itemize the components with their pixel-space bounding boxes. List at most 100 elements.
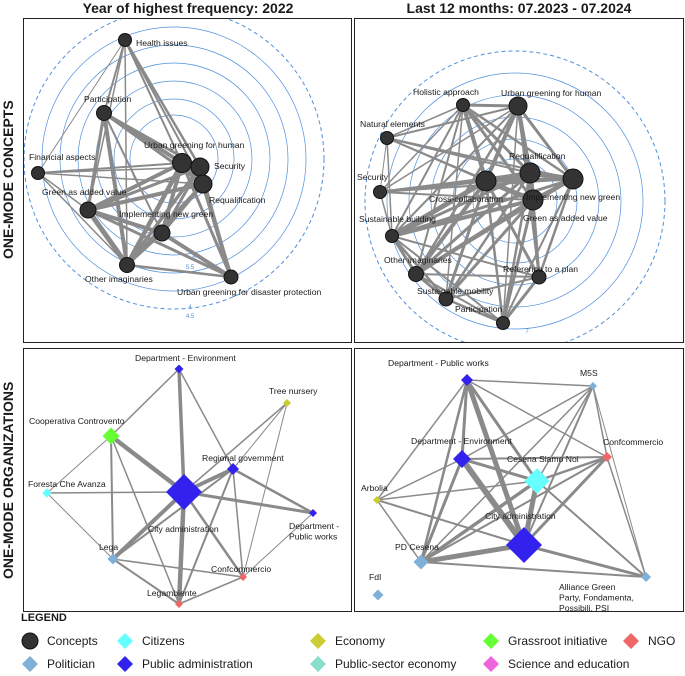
- legend-item-politician: Politician: [21, 655, 95, 673]
- ring-label: 6: [192, 255, 196, 261]
- edge-green_value-sust_mob: [444, 198, 535, 301]
- node-label-cesena: Cesena Siamo Noi: [507, 454, 579, 464]
- edge-dept_env-pd: [419, 457, 464, 564]
- node-label-green_value: Green as added value: [523, 213, 608, 223]
- node-label-requal: Requalification: [509, 151, 566, 161]
- edge-urban_human-other_imag: [124, 160, 185, 268]
- edge-lega-confcommercio: [112, 558, 244, 578]
- edge-lega-legambiente: [112, 558, 180, 605]
- node-requal: [519, 162, 541, 184]
- node-dept_env: [174, 364, 184, 374]
- edge-participation-green_value: [86, 111, 106, 212]
- edge-dept_pw-arbolia: [376, 379, 468, 501]
- node-label-impl_green: Implementing new green: [119, 209, 213, 219]
- edge-city_admin-legambiente: [176, 489, 187, 607]
- legend-label: Grassroot initiative: [508, 634, 608, 648]
- node-participation: [496, 316, 510, 330]
- edge-security-green_value: [86, 165, 202, 212]
- node-dept_env: [453, 450, 471, 468]
- edge-m5s-confcommercio: [592, 385, 608, 458]
- diamond-icon: [483, 633, 499, 649]
- edge-m5s-pd: [420, 385, 594, 563]
- node-participation: [96, 105, 112, 121]
- distance-ring: [77, 62, 271, 256]
- node-label-natural: Natural elements: [360, 119, 425, 129]
- edge-tree_nursery-regional: [232, 402, 288, 470]
- node-label-disaster: Urban greening for disaster protection: [177, 287, 321, 297]
- node-green_value: [522, 189, 544, 211]
- edge-impl_green-reference: [537, 177, 575, 279]
- ring-label: 5.5: [186, 265, 195, 271]
- edge-health-urban_human: [124, 39, 183, 164]
- node-alliance: [641, 572, 651, 582]
- edge-holistic-sust_build: [391, 104, 464, 237]
- row-title-concepts: ONE-MODE CONCEPTS: [0, 100, 16, 260]
- node-other_imag: [408, 266, 424, 282]
- node-security: [373, 185, 387, 199]
- node-lega: [107, 553, 119, 565]
- edge-dept_pw-dept_env: [460, 378, 469, 461]
- node-label-pd: PD Cesena: [395, 542, 439, 552]
- node-natural: [380, 131, 394, 145]
- node-label-dept_pw: Department -Public works: [289, 521, 339, 542]
- edge-urban_human-security: [379, 105, 519, 193]
- edge-urban_human-green_value: [86, 161, 184, 212]
- node-fdi: [372, 589, 384, 601]
- node-label-city_admin: City administration: [485, 511, 556, 521]
- edge-dept_env-city_admin: [177, 367, 186, 494]
- edge-sust_mob-participation: [444, 297, 505, 325]
- legend-item-citizens: Citizens: [116, 632, 185, 650]
- legend-item-public-sector-economy: Public-sector economy: [309, 655, 456, 673]
- legend-label: Public administration: [142, 657, 253, 671]
- node-label-tree_nursery: Tree nursery: [269, 386, 318, 396]
- edge-sust_build-participation: [391, 235, 504, 324]
- edge-dept_env-regional: [178, 368, 234, 470]
- edge-cesena-pd: [419, 479, 539, 564]
- edge-requal-green_value: [86, 182, 205, 212]
- distance-ring: [364, 50, 666, 342]
- node-label-green_value: Green as added value: [42, 187, 127, 197]
- node-regional: [227, 463, 239, 475]
- legend-item-ngo: NGO: [622, 632, 675, 650]
- node-sust_build: [385, 229, 399, 243]
- edge-m5s-alliance: [592, 385, 647, 578]
- node-label-foresta: Foresta Che Avanza: [28, 479, 106, 489]
- edge-regional-confcommercio: [232, 468, 244, 578]
- edge-dept_pw-pd: [419, 378, 469, 564]
- node-label-reference: Reference to a plan: [503, 264, 578, 274]
- node-city_admin: [506, 527, 542, 563]
- node-group: [372, 374, 651, 601]
- node-label-arbolia: Arbolia: [361, 483, 388, 493]
- node-label-security: Security: [214, 161, 246, 171]
- edge-other_imag-disaster: [125, 263, 233, 279]
- diamond-icon: [117, 633, 133, 649]
- edge-green_value-reference: [531, 198, 541, 279]
- node-arbolia: [373, 496, 381, 504]
- edge-health-other_imag: [124, 39, 128, 266]
- node-group: [42, 364, 317, 608]
- ring-label: 7: [525, 329, 529, 335]
- edge-group: [46, 367, 315, 607]
- legend-label: Concepts: [47, 634, 98, 648]
- edge-city_admin-dept_pw: [182, 490, 315, 515]
- node-label-participation: Participation: [455, 304, 503, 314]
- legend-item-concept: Concepts: [21, 632, 98, 650]
- edge-coop-lega: [110, 435, 114, 560]
- edge-tree_nursery-city_admin: [183, 402, 288, 493]
- legend-item-science: Science and education: [482, 655, 629, 673]
- node-label-cross: Cross-collaboration: [429, 194, 503, 204]
- edge-health-financial: [37, 39, 126, 174]
- node-label-urban_human: Urban greening for human: [501, 88, 602, 98]
- legend-label: Citizens: [142, 634, 185, 648]
- edge-arbolia-city_admin: [376, 499, 525, 546]
- edge-holistic-impl_green: [461, 103, 575, 181]
- node-label-confcommercio: Confcommercio: [211, 564, 271, 574]
- node-label-coop: Cooperativa Controvento: [29, 416, 125, 426]
- edge-group: [37, 38, 233, 279]
- edge-cesena-arbolia: [376, 480, 538, 501]
- distance-ring: [24, 19, 325, 310]
- node-financial: [31, 166, 45, 180]
